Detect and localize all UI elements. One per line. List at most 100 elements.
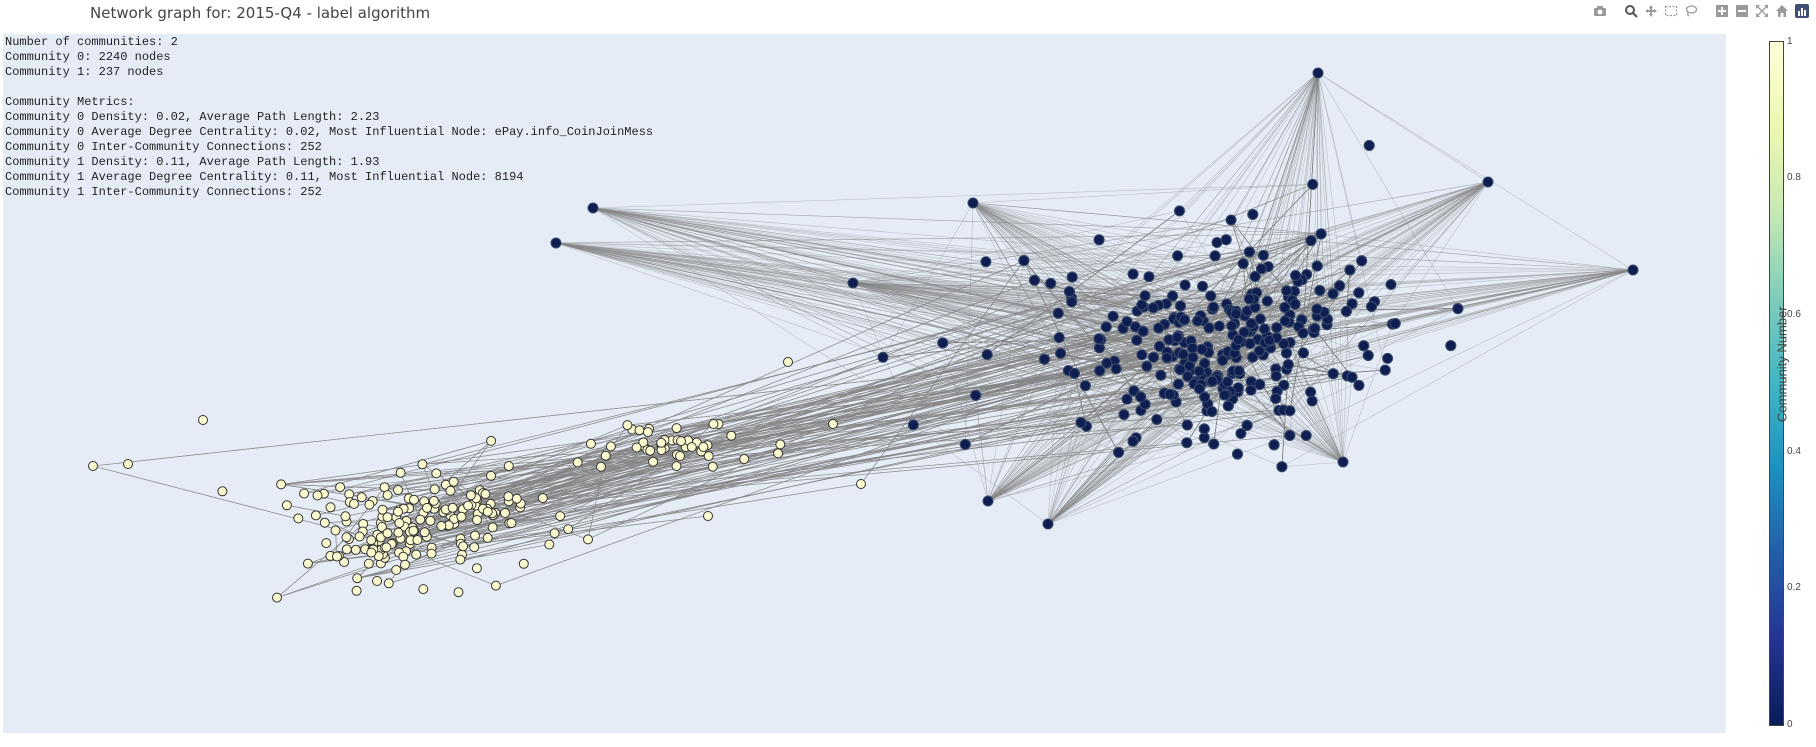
graph-node-community-0[interactable] xyxy=(967,197,979,209)
graph-node-community-0[interactable] xyxy=(1193,383,1205,395)
graph-node-community-0[interactable] xyxy=(1356,255,1368,267)
graph-node-community-0[interactable] xyxy=(1213,320,1225,332)
graph-node-community-1[interactable] xyxy=(408,525,419,536)
graph-node-community-1[interactable] xyxy=(500,508,510,518)
graph-node-community-1[interactable] xyxy=(675,451,685,461)
graph-node-community-1[interactable] xyxy=(596,461,606,472)
graph-node-community-0[interactable] xyxy=(1055,347,1067,359)
graph-node-community-1[interactable] xyxy=(123,459,133,469)
graph-node-community-1[interactable] xyxy=(415,514,426,525)
graph-node-community-0[interactable] xyxy=(1018,255,1030,267)
graph-node-community-1[interactable] xyxy=(506,518,517,528)
graph-node-community-0[interactable] xyxy=(1311,260,1323,272)
graph-node-community-0[interactable] xyxy=(1100,321,1112,333)
graph-node-community-0[interactable] xyxy=(1068,367,1080,379)
graph-node-community-0[interactable] xyxy=(1217,354,1229,366)
graph-node-community-1[interactable] xyxy=(198,415,208,425)
graph-node-community-0[interactable] xyxy=(1127,268,1139,280)
graph-node-community-1[interactable] xyxy=(325,502,336,513)
graph-node-community-1[interactable] xyxy=(458,541,469,552)
graph-node-community-1[interactable] xyxy=(471,563,482,574)
graph-node-community-0[interactable] xyxy=(1219,389,1231,401)
graph-node-community-0[interactable] xyxy=(1346,371,1358,383)
graph-node-community-1[interactable] xyxy=(555,511,566,522)
graph-node-community-1[interactable] xyxy=(511,493,522,504)
graph-node-community-1[interactable] xyxy=(490,580,501,591)
graph-node-community-0[interactable] xyxy=(1241,419,1253,431)
graph-node-community-1[interactable] xyxy=(656,437,667,448)
graph-node-community-0[interactable] xyxy=(1209,250,1221,262)
graph-node-community-1[interactable] xyxy=(469,542,480,553)
graph-node-community-1[interactable] xyxy=(487,522,498,533)
graph-node-community-1[interactable] xyxy=(463,500,474,511)
graph-node-community-0[interactable] xyxy=(1205,290,1217,302)
zoom-out-icon[interactable] xyxy=(1733,2,1750,19)
graph-node-community-0[interactable] xyxy=(1268,439,1280,451)
graph-node-community-1[interactable] xyxy=(411,549,422,560)
graph-node-community-1[interactable] xyxy=(634,425,645,436)
graph-node-community-0[interactable] xyxy=(1175,300,1186,312)
graph-node-community-1[interactable] xyxy=(382,512,393,523)
graph-node-community-0[interactable] xyxy=(1281,347,1292,359)
graph-node-community-0[interactable] xyxy=(1305,235,1317,247)
graph-node-community-1[interactable] xyxy=(377,504,388,515)
graph-node-community-0[interactable] xyxy=(1255,263,1267,275)
graph-node-community-0[interactable] xyxy=(1110,363,1122,375)
graph-node-community-0[interactable] xyxy=(1284,429,1296,441)
graph-node-community-0[interactable] xyxy=(1172,250,1184,262)
graph-node-community-0[interactable] xyxy=(550,237,562,249)
graph-node-community-0[interactable] xyxy=(1177,348,1189,360)
graph-node-community-0[interactable] xyxy=(1052,307,1064,319)
graph-node-community-1[interactable] xyxy=(544,539,555,550)
graph-node-community-1[interactable] xyxy=(698,442,709,452)
graph-node-community-0[interactable] xyxy=(1278,379,1290,391)
graph-node-community-0[interactable] xyxy=(1243,246,1255,258)
plotly-logo-icon[interactable] xyxy=(1793,2,1810,19)
graph-node-community-0[interactable] xyxy=(1289,298,1301,310)
graph-node-community-1[interactable] xyxy=(429,484,440,495)
graph-node-community-0[interactable] xyxy=(1179,279,1191,291)
graph-node-community-0[interactable] xyxy=(1196,343,1208,355)
graph-node-community-0[interactable] xyxy=(1243,293,1255,305)
network-graph[interactable] xyxy=(3,34,1726,733)
graph-node-community-1[interactable] xyxy=(366,547,377,558)
graph-node-community-0[interactable] xyxy=(1271,322,1283,334)
graph-node-community-1[interactable] xyxy=(281,500,292,511)
graph-node-community-1[interactable] xyxy=(447,502,458,513)
graph-node-community-0[interactable] xyxy=(1334,280,1346,292)
graph-node-community-1[interactable] xyxy=(354,531,365,542)
graph-node-community-0[interactable] xyxy=(1161,352,1173,364)
graph-node-community-0[interactable] xyxy=(1254,313,1266,325)
graph-node-community-0[interactable] xyxy=(959,438,971,450)
graph-node-community-0[interactable] xyxy=(1203,322,1215,334)
graph-node-community-0[interactable] xyxy=(1179,314,1190,326)
graph-node-community-0[interactable] xyxy=(980,256,992,268)
graph-node-community-1[interactable] xyxy=(436,521,447,531)
graph-node-community-0[interactable] xyxy=(1300,430,1312,441)
graph-node-community-0[interactable] xyxy=(1093,333,1105,345)
graph-node-community-0[interactable] xyxy=(1172,378,1184,390)
graph-node-community-1[interactable] xyxy=(686,442,697,453)
graph-node-community-0[interactable] xyxy=(1337,456,1349,468)
graph-node-community-0[interactable] xyxy=(1306,395,1318,407)
graph-node-community-1[interactable] xyxy=(409,494,419,505)
graph-node-community-0[interactable] xyxy=(1153,322,1165,334)
graph-node-community-1[interactable] xyxy=(583,534,593,545)
graph-node-community-0[interactable] xyxy=(1312,67,1324,79)
graph-node-community-0[interactable] xyxy=(1305,386,1317,398)
graph-node-community-0[interactable] xyxy=(1276,461,1288,473)
graph-node-community-0[interactable] xyxy=(1382,352,1394,364)
graph-node-community-0[interactable] xyxy=(1207,301,1219,313)
graph-node-community-0[interactable] xyxy=(1208,438,1220,450)
graph-node-community-0[interactable] xyxy=(1206,406,1218,417)
graph-node-community-1[interactable] xyxy=(703,511,713,521)
graph-node-community-1[interactable] xyxy=(445,485,456,496)
graph-node-community-0[interactable] xyxy=(1192,315,1204,327)
graph-node-community-1[interactable] xyxy=(600,450,611,461)
graph-node-community-1[interactable] xyxy=(456,511,467,522)
graph-node-community-1[interactable] xyxy=(585,438,596,449)
graph-node-community-1[interactable] xyxy=(563,524,574,535)
graph-node-community-0[interactable] xyxy=(1247,209,1259,220)
graph-node-community-1[interactable] xyxy=(572,457,583,468)
